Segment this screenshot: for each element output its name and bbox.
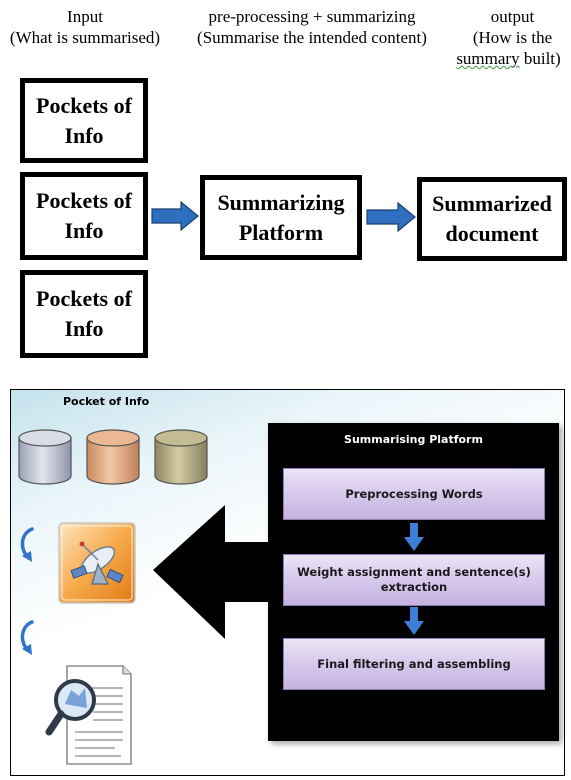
arrow-right-icon	[366, 202, 416, 232]
summarising-platform-box: Summarising Platform Preprocessing Words…	[268, 423, 559, 741]
output-header-subtitle: (How is the	[472, 28, 553, 47]
big-left-arrow-icon	[153, 505, 272, 639]
step-final-filtering: Final filtering and assembling	[283, 638, 545, 690]
summarized-document-box: Summarized document	[417, 177, 567, 261]
processing-header: pre-processing + summarizing (Summarise …	[184, 6, 440, 48]
pocket-of-info-box-3: Pockets of Info	[20, 270, 148, 358]
summarizing-platform-box: Summarizing Platform	[200, 175, 362, 260]
satellite-dish-icon	[58, 522, 136, 604]
input-header: Input (What is summarised)	[0, 6, 170, 48]
output-header-subtitle-2: summary built)	[446, 48, 571, 69]
summarising-platform-panel: Pocket of Info	[10, 389, 565, 776]
step-preprocessing-words: Preprocessing Words	[283, 468, 545, 520]
output-header-title: output	[490, 7, 535, 26]
curved-arrow-icon	[20, 620, 34, 655]
input-header-subtitle: (What is summarised)	[9, 28, 161, 47]
arrow-right-icon	[151, 201, 199, 231]
database-icon	[154, 429, 208, 485]
arrow-down-icon	[404, 523, 424, 551]
database-icon	[86, 429, 140, 485]
document-magnifier-icon	[45, 665, 132, 765]
curved-arrow-icon	[20, 527, 34, 562]
processing-header-subtitle: (Summarise the intended content)	[197, 28, 427, 47]
pocket-of-info-title: Pocket of Info	[63, 395, 150, 408]
output-header-built: built)	[519, 49, 561, 68]
pocket-of-info-box-2: Pockets of Info	[20, 172, 148, 260]
arrow-down-icon	[404, 607, 424, 635]
pocket-of-info-box-1: Pockets of Info	[20, 78, 148, 163]
database-icon	[18, 429, 72, 485]
platform-title: Summarising Platform	[344, 433, 483, 446]
processing-header-title: pre-processing + summarizing	[208, 7, 416, 26]
output-header-summary-word: summary	[456, 49, 520, 68]
input-header-title: Input	[67, 7, 103, 26]
step-weight-assignment: Weight assignment and sentence(s) extrac…	[283, 554, 545, 606]
output-header: output (How is the summary built)	[454, 6, 571, 69]
